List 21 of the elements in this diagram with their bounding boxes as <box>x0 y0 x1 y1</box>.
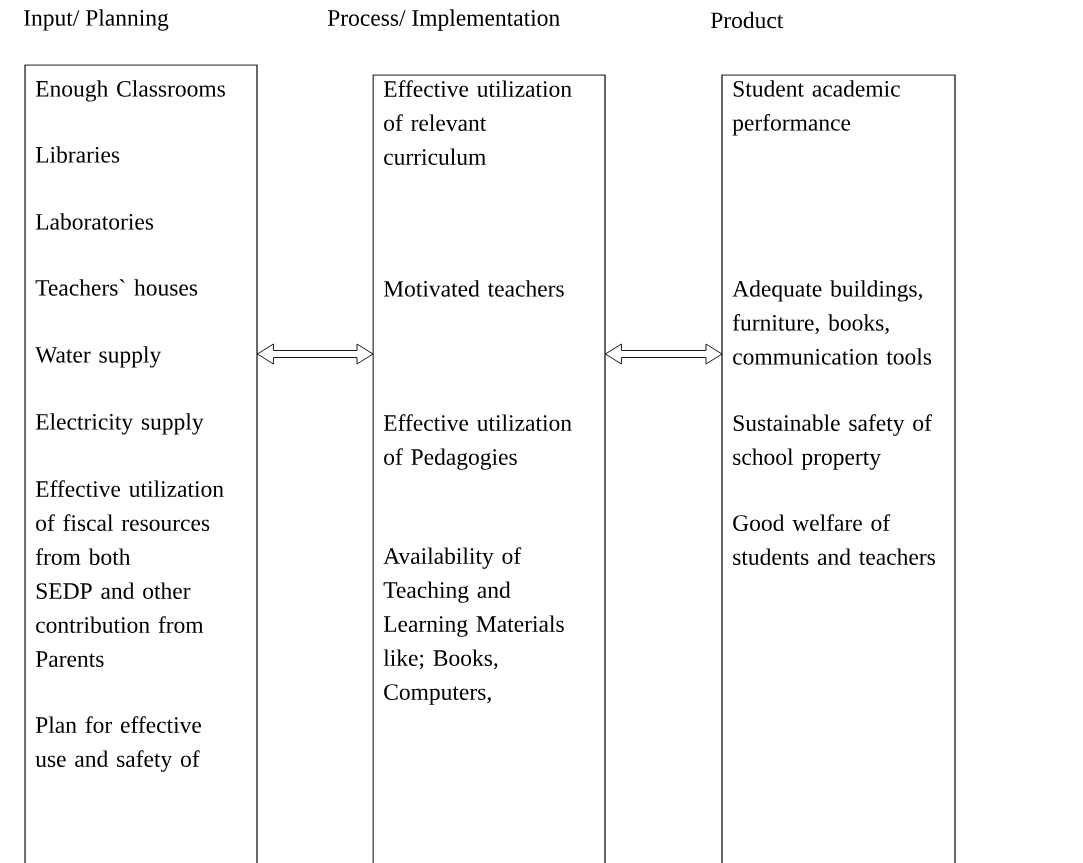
list-item: Enough Classrooms <box>35 80 225 102</box>
list-item: Effective utilization of Pedagogies <box>383 414 572 470</box>
double-arrow <box>256 343 374 365</box>
list-item: Effective utilization of fiscal resources from both SEDP and other contribution from Parents <box>35 480 224 667</box>
list-item: Sustainable safety of school property <box>733 414 932 470</box>
list-item: Motivated teachers <box>383 280 564 297</box>
list-item: Electricity supply <box>35 413 204 435</box>
list-item: Libraries <box>35 146 120 163</box>
list-item: Plan for effective use and safety of <box>35 716 201 772</box>
column-heading: Input/ Planning <box>24 9 169 31</box>
list-item: Adequate buildings, furniture, books, communication tools <box>732 280 932 365</box>
list-item: Availability of Teaching and Learning Materials like; Books, Computers, <box>383 547 564 705</box>
column-heading: Process/ Implementation <box>327 9 560 31</box>
list-item: Student academic performance <box>732 80 900 136</box>
list-item: Laboratories <box>35 213 154 230</box>
list-item: Effective utilization of relevant curriculum <box>383 80 572 165</box>
double-arrow <box>604 343 723 365</box>
column-heading: Product <box>710 11 784 29</box>
list-item: Good welfare of students and teachers <box>733 514 935 565</box>
list-item: Water supply <box>35 346 162 368</box>
list-item: Teachers` houses <box>35 279 198 296</box>
